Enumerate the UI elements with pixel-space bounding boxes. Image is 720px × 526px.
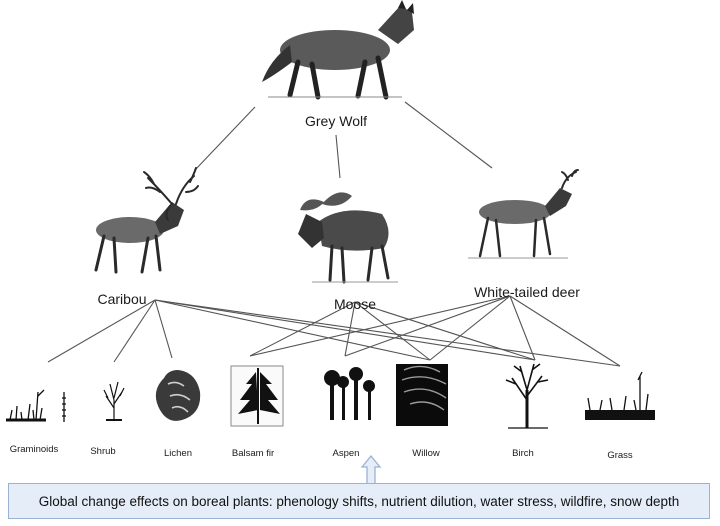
willow-illustration <box>396 364 448 426</box>
link-deer-birch <box>509 295 536 361</box>
link-deer-grass <box>509 295 621 367</box>
link-wolf-moose <box>335 134 341 179</box>
graminoids-illustration <box>6 389 66 422</box>
link-caribou-birch <box>154 299 536 361</box>
moose-illustration <box>298 192 398 284</box>
lichen-illustration <box>155 370 201 421</box>
link-caribou-grass <box>154 299 621 367</box>
link-deer-aspen <box>344 295 511 357</box>
link-moose-balsam <box>249 301 356 357</box>
link-moose-aspen <box>344 301 356 357</box>
link-moose-birch <box>354 301 536 361</box>
global-change-box: Global change effects on boreal plants: … <box>8 483 710 519</box>
grass-label: Grass <box>607 450 633 461</box>
balsam-fir-illustration <box>230 365 284 427</box>
aspen-label: Aspen <box>332 448 360 459</box>
white-tailed-deer-label: White-tailed deer <box>474 284 580 300</box>
link-deer-balsam <box>249 295 511 357</box>
link-caribou-graminoids <box>47 299 156 363</box>
shrub-label: Shrub <box>90 446 116 457</box>
link-moose-willow <box>354 301 431 361</box>
grey-wolf-illustration <box>262 0 414 100</box>
birch-illustration <box>505 363 549 429</box>
moose-label: Moose <box>333 296 377 312</box>
white-tailed-deer-illustration <box>468 169 579 259</box>
link-wolf-deer <box>404 101 493 169</box>
link-caribou-shrub <box>113 299 156 363</box>
aspen-illustration <box>324 367 375 420</box>
trophic-links <box>47 101 621 367</box>
lichen-label: Lichen <box>164 448 192 459</box>
link-wolf-caribou <box>194 106 256 171</box>
willow-label: Willow <box>412 448 440 459</box>
balsam-fir-label: Balsam fir <box>231 448 275 459</box>
link-deer-willow <box>429 295 511 361</box>
caribou-label: Caribou <box>97 291 147 307</box>
caribou-illustration <box>94 167 199 274</box>
shrub-illustration <box>103 381 125 421</box>
link-caribou-lichen <box>154 299 173 359</box>
birch-label: Birch <box>512 448 534 459</box>
grey-wolf-label: Grey Wolf <box>305 113 367 129</box>
link-caribou-willow <box>154 299 431 361</box>
grass-illustration <box>585 371 655 420</box>
graminoids-label: Graminoids <box>9 444 59 455</box>
